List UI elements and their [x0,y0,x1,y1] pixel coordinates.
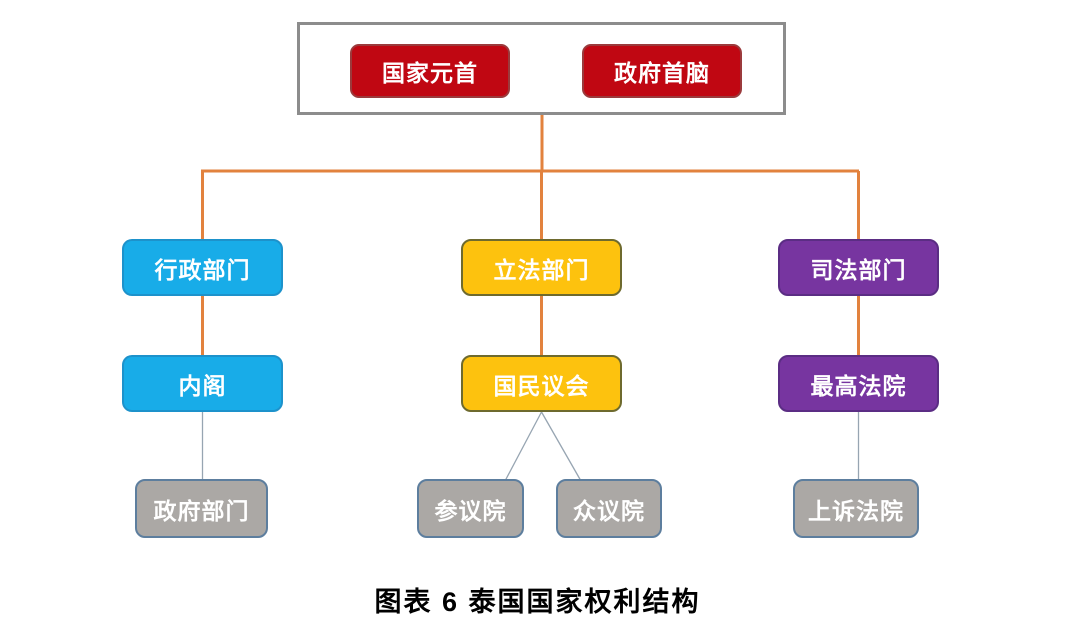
node-cabinet: 内阁 [122,355,283,412]
line-assembly-to-house [540,411,582,482]
node-head-of-state: 国家元首 [350,44,510,98]
node-supreme-court: 最高法院 [778,355,939,412]
node-government-departments: 政府部门 [135,479,268,538]
node-national-assembly: 国民议会 [461,355,622,412]
node-court-of-appeals: 上诉法院 [793,479,919,538]
node-house-of-representatives: 众议院 [556,479,662,538]
chart-caption: 图表 6 泰国国家权利结构 [374,587,701,617]
node-legislative-branch: 立法部门 [461,239,622,296]
node-senate: 参议院 [417,479,524,538]
node-executive-branch: 行政部门 [122,239,283,296]
node-judicial-branch: 司法部门 [778,239,939,296]
node-head-of-government: 政府首脑 [582,44,742,98]
line-assembly-to-senate [504,411,543,482]
top-group-box: 国家元首 政府首脑 [297,22,786,115]
